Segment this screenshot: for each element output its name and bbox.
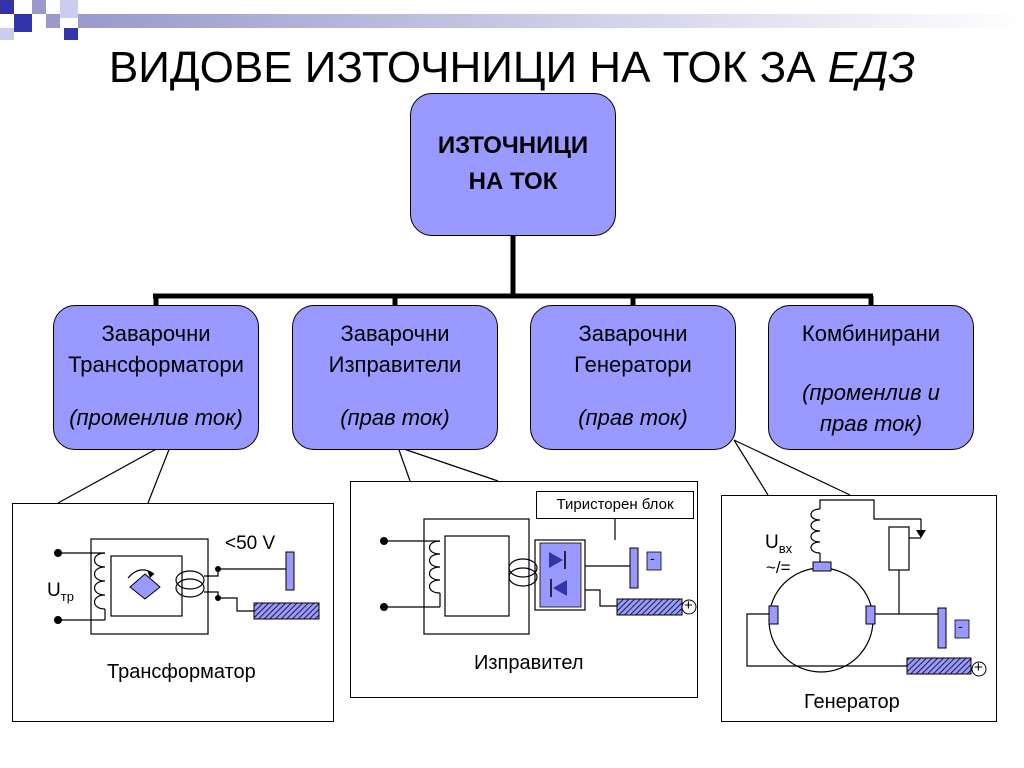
shunt-diamond (129, 573, 161, 600)
brush-right (865, 605, 876, 625)
electrode (937, 607, 947, 649)
terminal-dot (215, 566, 221, 572)
voltage-label: <50 V (225, 533, 276, 554)
category-note-2: прав ток) (819, 411, 923, 436)
brush-top (812, 561, 832, 572)
terminal-dot (54, 616, 62, 624)
page-title: ВИДОВЕ ИЗТОЧНИЦИ НА ТОК ЗА ЕДЗ (0, 38, 1024, 98)
terminal-dot (380, 537, 388, 545)
plus-sign: + (974, 659, 983, 676)
generator-rotor (768, 567, 874, 673)
brush-left (768, 605, 779, 625)
workpiece (253, 602, 320, 620)
terminal-dot (54, 549, 62, 557)
transformer-caption: Трансформатор (107, 661, 256, 683)
electrode (285, 551, 295, 591)
root-line2: НА ТОК (468, 168, 558, 195)
minus-sign: - (958, 618, 963, 634)
category-line1: Заварочни (578, 321, 688, 346)
category-combined: Комбинирани (променлив и прав ток) (768, 305, 974, 450)
adjust-arrow (127, 569, 155, 579)
category-transformers: Заварочни Трансформатори (променлив ток) (53, 305, 259, 450)
ac-dc-label: ~/= (766, 558, 791, 577)
root-node: ИЗТОЧНИЦИ НА ТОК (410, 93, 616, 236)
title-main: ВИДОВЕ ИЗТОЧНИЦИ НА ТОК ЗА (108, 43, 816, 92)
category-note: (променлив ток) (69, 405, 243, 430)
u-vx-label: Uвх (765, 532, 792, 556)
u-tr-label: Uтр (47, 580, 74, 604)
workpiece (906, 657, 972, 675)
thyristor-block (539, 542, 582, 608)
category-note: (прав ток) (578, 405, 688, 430)
workpiece (616, 598, 683, 616)
category-note-1: (променлив и (802, 380, 940, 405)
root-line1: ИЗТОЧНИЦИ (437, 132, 589, 159)
u-main: U (765, 532, 779, 553)
minus-sign: - (650, 550, 655, 566)
category-line1: Комбинирани (801, 321, 941, 346)
generator-panel (721, 495, 997, 722)
thyristor-block-label: Тиристорен блок (536, 491, 694, 519)
category-generators: Заварочни Генератори (прав ток) (530, 305, 736, 450)
u-sub: тр (60, 588, 74, 604)
u-main: U (47, 580, 61, 601)
category-line1: Заварочни (340, 321, 450, 346)
category-note: (прав ток) (340, 405, 450, 430)
terminal-dot (380, 603, 388, 611)
category-line2: Трансформатори (68, 352, 244, 377)
terminal-dot (215, 595, 221, 601)
transformer-core (58, 538, 287, 635)
electrode (629, 547, 639, 589)
category-line2: Генератори (574, 352, 692, 377)
generator-caption: Генератор (804, 691, 900, 713)
category-line2: Изправители (328, 352, 462, 377)
plus-sign: + (684, 597, 693, 614)
category-rectifiers: Заварочни Изправители (прав ток) (292, 305, 498, 450)
corner-decoration (0, 0, 1024, 40)
rectifier-caption: Изправител (474, 652, 584, 674)
u-sub: вх (778, 540, 793, 556)
category-line1: Заварочни (101, 321, 211, 346)
title-emphasis: ЕДЗ (827, 43, 916, 92)
